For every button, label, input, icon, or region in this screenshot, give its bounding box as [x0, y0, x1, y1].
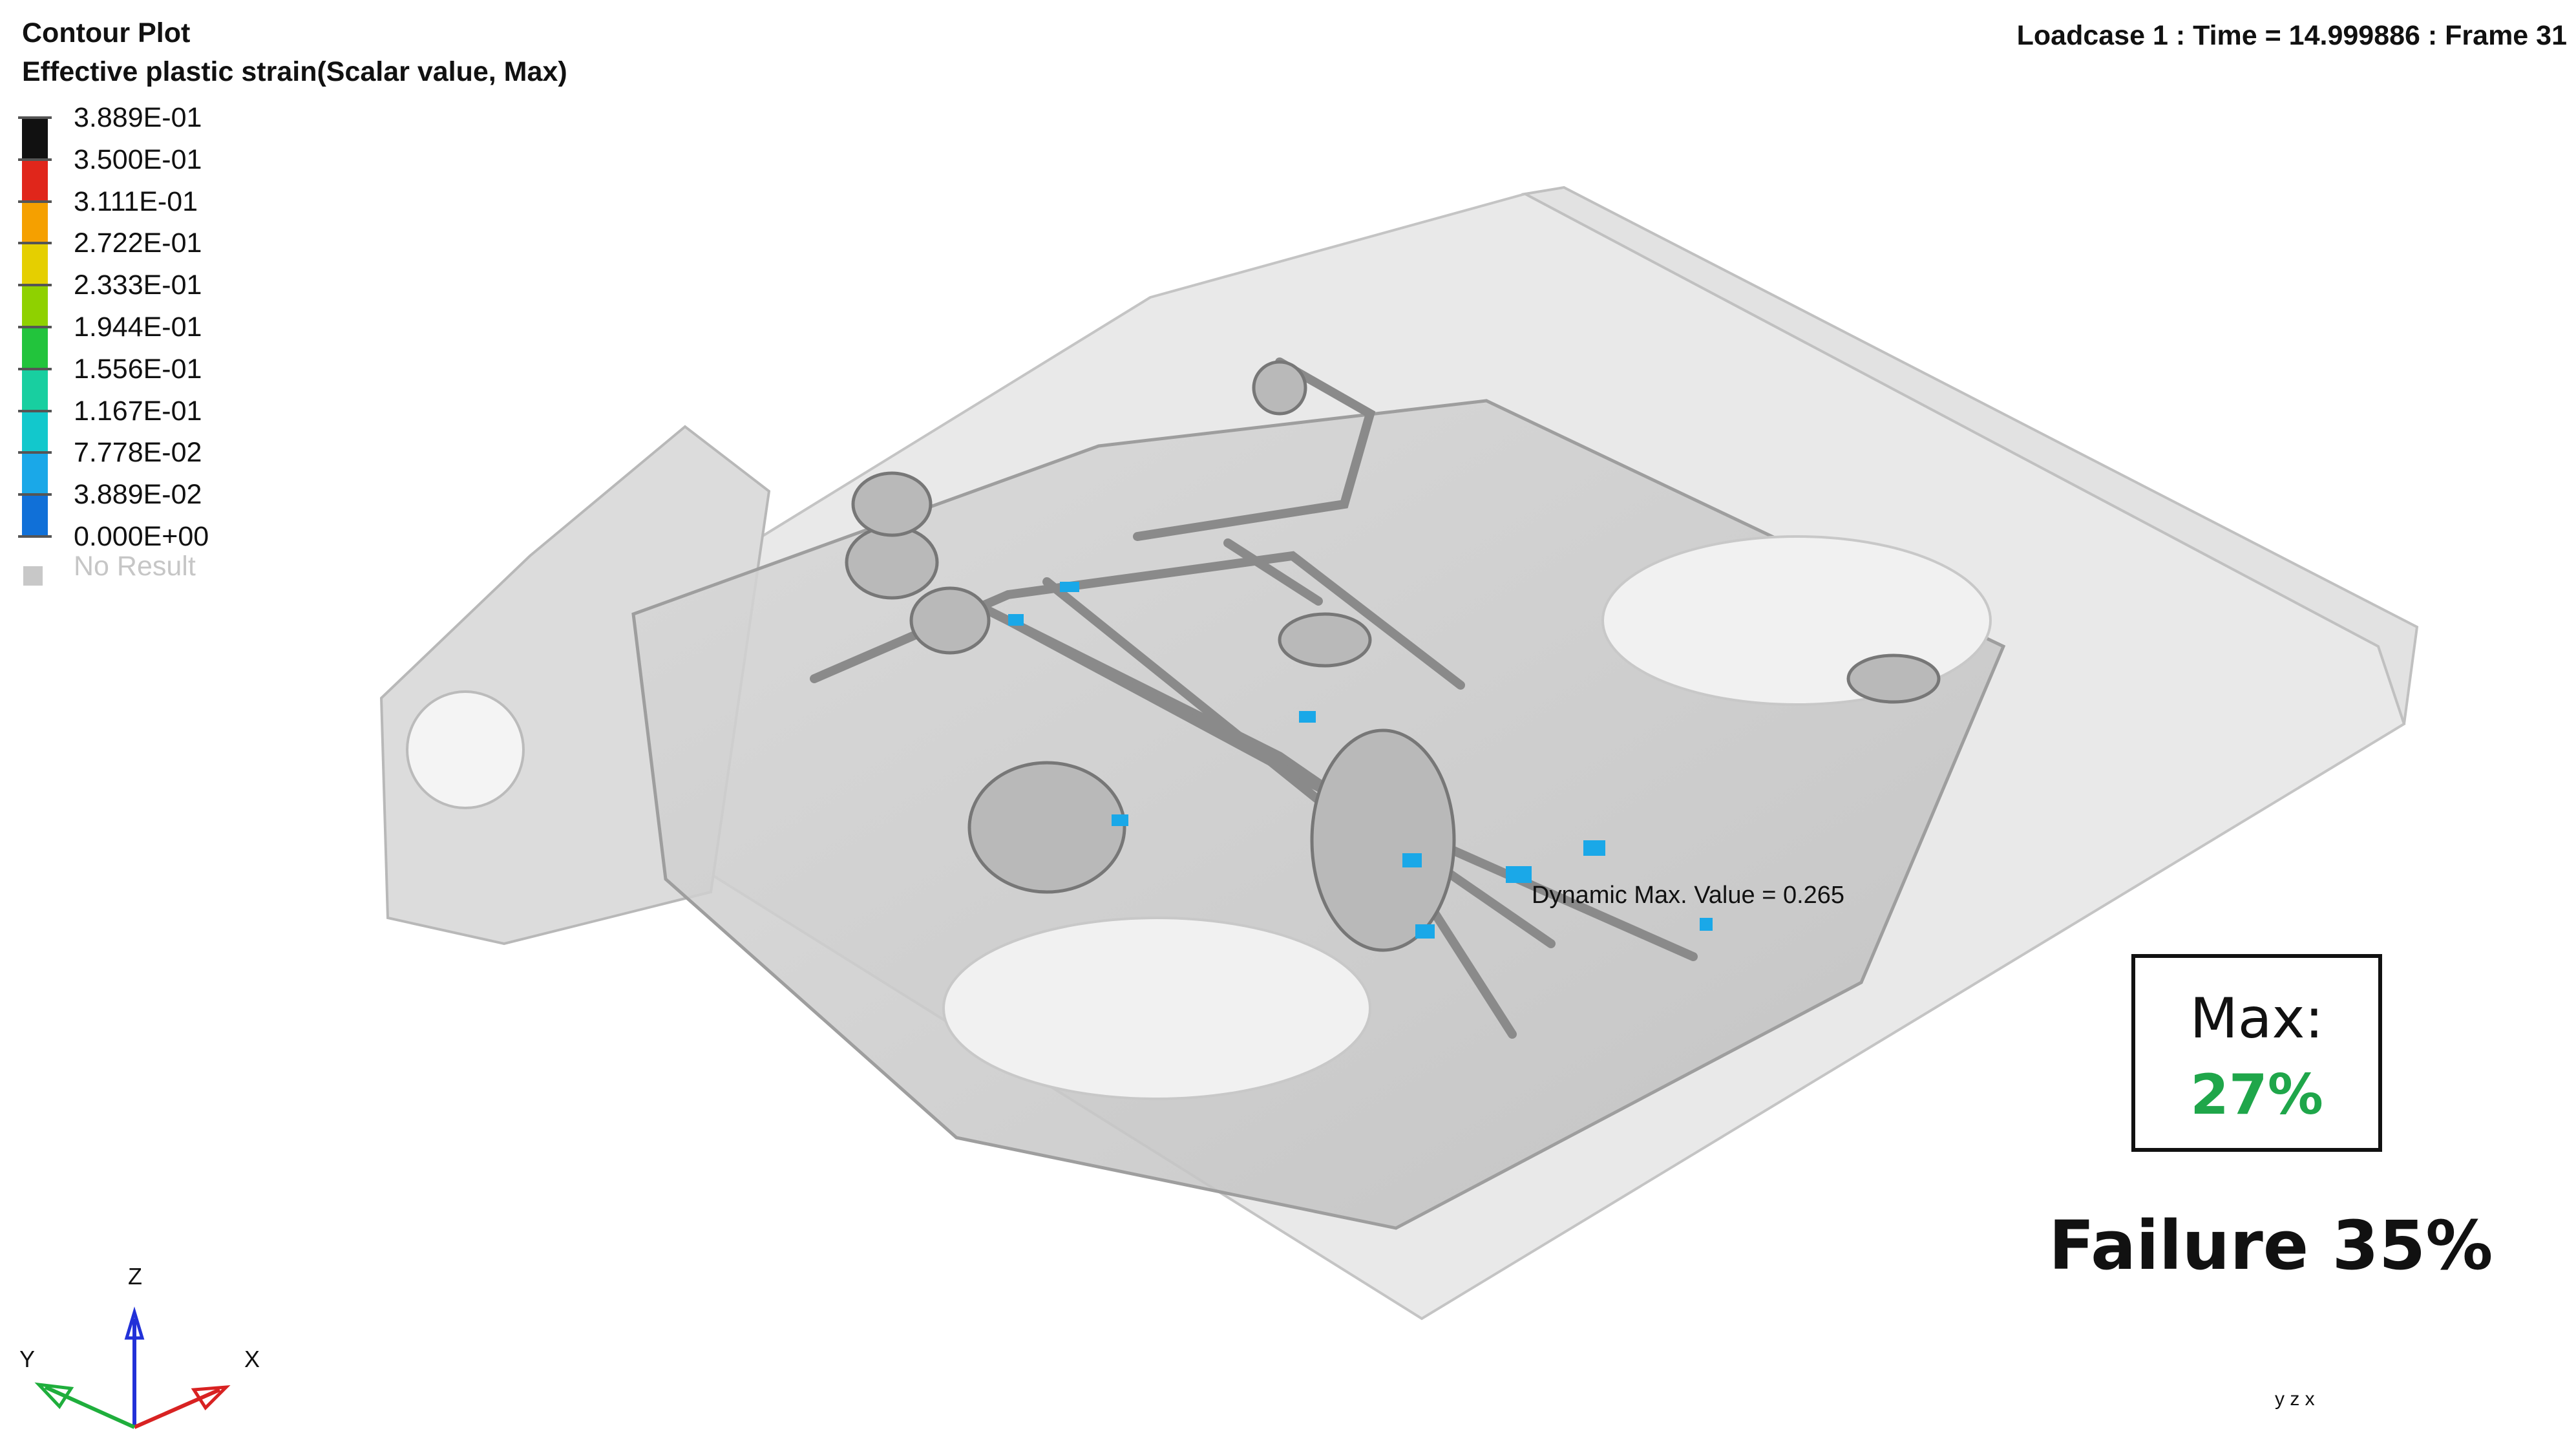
legend-label: 3.889E-02	[74, 479, 202, 511]
legend-tick	[18, 451, 52, 454]
legend-label: 1.556E-01	[74, 353, 202, 385]
legend-segment	[22, 410, 48, 453]
legend-label: 1.167E-01	[74, 395, 202, 427]
fuel-lines	[810, 357, 1698, 1039]
legend-tick	[18, 409, 52, 412]
max-box: Max: 27%	[2131, 954, 2382, 1152]
legend-segment	[22, 159, 48, 202]
legend-tick	[18, 326, 52, 328]
legend-segment	[22, 368, 48, 411]
legend-tick	[18, 242, 52, 245]
x-axis-label: X	[244, 1346, 260, 1372]
x-arrowhead-icon	[191, 1385, 231, 1410]
legend-label: 1.944E-01	[74, 312, 202, 343]
legend-tick	[18, 200, 52, 203]
legend-segment	[22, 452, 48, 495]
legend-label: 7.778E-02	[74, 437, 202, 469]
x-axis-icon	[133, 1388, 221, 1429]
legend-tick	[18, 535, 52, 538]
legend-segment	[22, 201, 48, 244]
y-axis-label: Y	[19, 1346, 36, 1372]
z-arrowhead-icon	[124, 1306, 145, 1340]
legend-label: 0.000E+00	[74, 521, 209, 552]
legend-segment	[22, 494, 48, 536]
legend-tick	[18, 284, 52, 287]
legend-segment	[22, 243, 48, 286]
tank-window	[942, 917, 1371, 1100]
legend-tick	[18, 493, 52, 496]
legend-segment	[22, 118, 48, 160]
y-axis-icon	[44, 1385, 136, 1429]
no-result-label: No Result	[74, 551, 196, 582]
right-rail	[1521, 186, 2419, 725]
axis-triad[interactable]	[0, 0, 323, 1444]
dynamic-max-label: Dynamic Max. Value = 0.265	[1532, 882, 1845, 909]
legend-tick	[18, 116, 52, 119]
failure-label: Failure 35%	[2049, 1206, 2493, 1285]
y-arrowhead-icon	[34, 1382, 74, 1410]
max-label: Max:	[2190, 986, 2324, 1051]
z-axis-label: Z	[128, 1263, 142, 1290]
legend-tick	[18, 367, 52, 370]
plot-title: Contour Plot	[22, 17, 191, 48]
connectors	[845, 360, 1941, 952]
strain-hotspots	[1008, 582, 1713, 939]
loadcase-info: Loadcase 1 : Time = 14.999886 : Frame 31	[2016, 20, 2567, 51]
legend-label: 3.111E-01	[74, 186, 198, 217]
no-result-swatch	[23, 566, 43, 586]
plot-subtitle: Effective plastic strain(Scalar value, M…	[22, 56, 567, 87]
bracket-hole	[406, 690, 525, 809]
legend-label: 3.500E-01	[74, 143, 202, 175]
legend-tick	[18, 158, 52, 161]
legend-color-bar[interactable]	[22, 118, 48, 536]
legend-segment	[22, 326, 48, 369]
mini-triad-label: y z x	[2275, 1388, 2315, 1410]
legend-segment	[22, 285, 48, 327]
max-value: 27%	[2190, 1063, 2323, 1127]
legend-label: 3.889E-01	[74, 102, 202, 133]
legend-label: 2.333E-01	[74, 270, 202, 301]
legend-label: 2.722E-01	[74, 228, 202, 259]
